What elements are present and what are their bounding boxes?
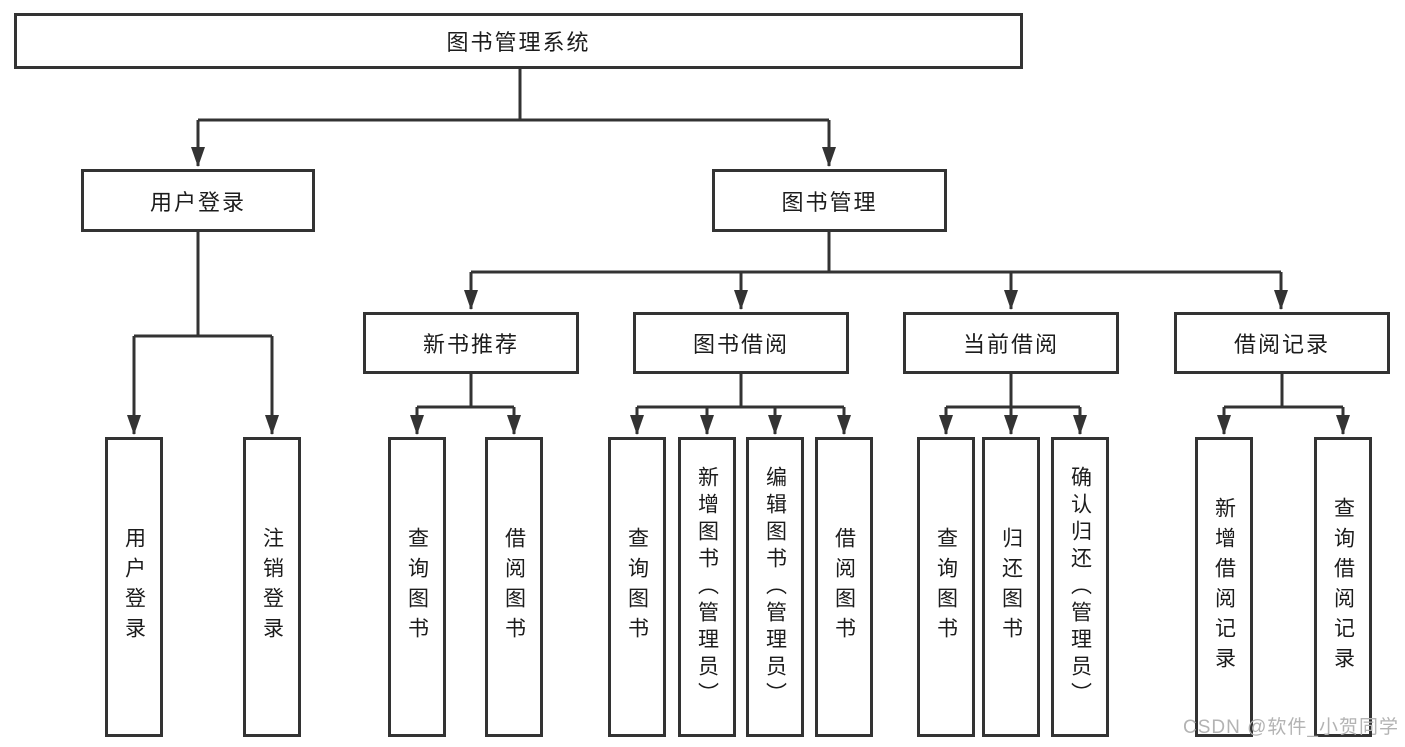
bus-root xyxy=(198,66,829,122)
leaf-edit-book-admin: 编辑图书（管理员） xyxy=(746,437,804,737)
leaf-edit-book-admin-label: 编辑图书（管理员） xyxy=(763,465,787,709)
node-book-borrow-label: 图书借阅 xyxy=(692,332,789,357)
leaf-query-books-current: 查询图书 xyxy=(917,437,975,737)
leaf-logout-label: 注销登录 xyxy=(260,527,284,647)
bus-book-borrow xyxy=(637,372,844,409)
node-user-login: 用户登录 xyxy=(81,169,315,232)
leaf-add-borrow-record-label: 新增借阅记录 xyxy=(1212,497,1236,677)
leaf-confirm-return-admin-label: 确认归还（管理员） xyxy=(1068,465,1092,709)
leaf-query-borrow-record-label: 查询借阅记录 xyxy=(1331,497,1355,677)
node-user-login-label: 用户登录 xyxy=(149,189,246,215)
leaf-query-books-current-label: 查询图书 xyxy=(934,527,958,647)
node-book-management-label: 图书管理 xyxy=(781,189,878,215)
node-borrow-records: 借阅记录 xyxy=(1174,312,1390,374)
leaf-user-login: 用户登录 xyxy=(105,437,163,737)
node-root: 图书管理系统 xyxy=(14,13,1023,69)
leaf-query-books-recommend-label: 查询图书 xyxy=(405,527,429,647)
leaf-borrow-books-recommend: 借阅图书 xyxy=(485,437,543,737)
node-book-management: 图书管理 xyxy=(712,169,947,232)
bus-borrow-records xyxy=(1224,372,1343,409)
leaf-confirm-return-admin: 确认归还（管理员） xyxy=(1051,437,1109,737)
leaf-query-books-borrow-label: 查询图书 xyxy=(625,527,649,647)
leaf-borrow-books-borrow: 借阅图书 xyxy=(815,437,873,737)
bus-new-book-recommend xyxy=(417,372,514,409)
leaf-borrow-books-borrow-label: 借阅图书 xyxy=(832,527,856,647)
node-current-borrow: 当前借阅 xyxy=(903,312,1119,374)
node-new-book-recommend: 新书推荐 xyxy=(363,312,579,374)
leaf-return-books: 归还图书 xyxy=(982,437,1040,737)
leaf-add-borrow-record: 新增借阅记录 xyxy=(1195,437,1253,737)
bus-user-login xyxy=(134,230,272,338)
leaf-logout: 注销登录 xyxy=(243,437,301,737)
leaf-query-borrow-record: 查询借阅记录 xyxy=(1314,437,1372,737)
node-book-borrow: 图书借阅 xyxy=(633,312,849,374)
node-borrow-records-label: 借阅记录 xyxy=(1233,332,1330,357)
node-root-label: 图书管理系统 xyxy=(446,30,591,55)
node-new-book-recommend-label: 新书推荐 xyxy=(422,332,519,357)
leaf-query-books-recommend: 查询图书 xyxy=(388,437,446,737)
leaf-query-books-borrow: 查询图书 xyxy=(608,437,666,737)
leaf-user-login-label: 用户登录 xyxy=(122,527,146,647)
leaf-add-book-admin-label: 新增图书（管理员） xyxy=(695,465,719,709)
watermark: CSDN @软件_小贺同学 xyxy=(1183,717,1399,738)
leaf-return-books-label: 归还图书 xyxy=(999,527,1023,647)
leaf-add-book-admin: 新增图书（管理员） xyxy=(678,437,736,737)
bus-book-management xyxy=(471,230,1281,274)
bus-current-borrow xyxy=(946,372,1080,409)
node-current-borrow-label: 当前借阅 xyxy=(962,332,1059,357)
leaf-borrow-books-recommend-label: 借阅图书 xyxy=(502,527,526,647)
